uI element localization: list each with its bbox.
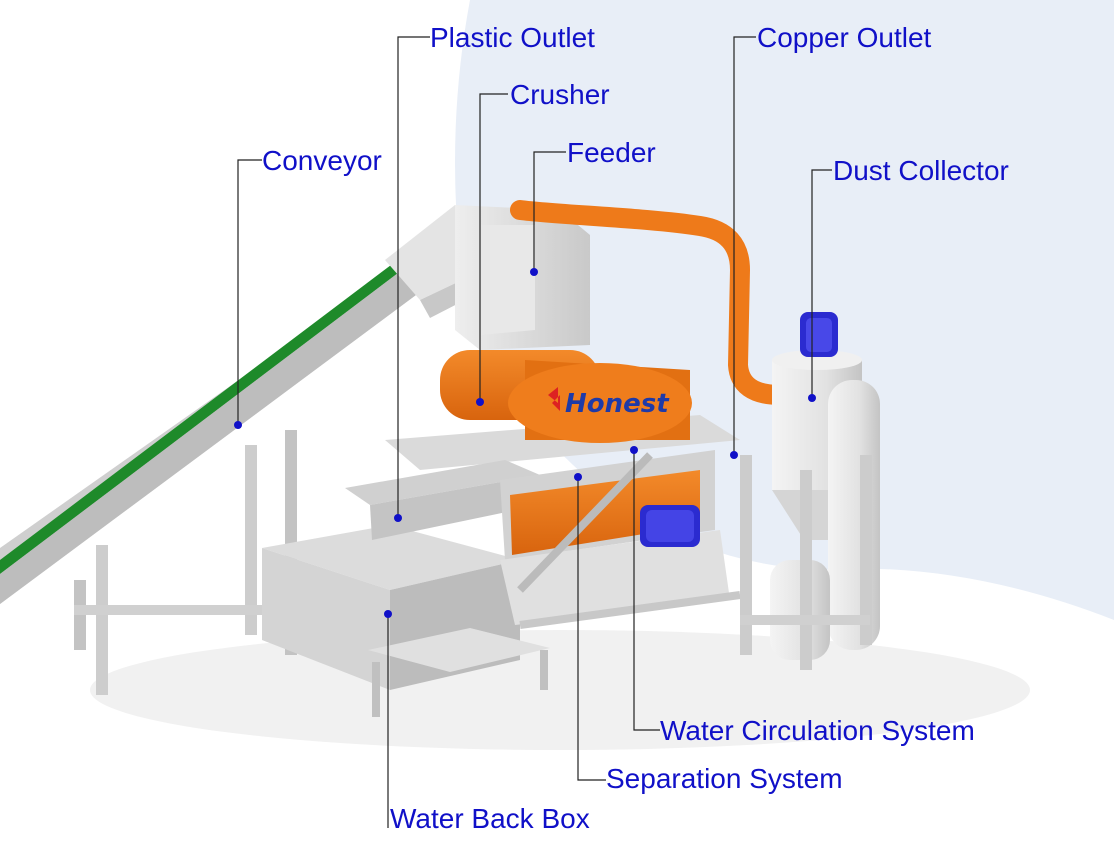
leader-plastic-outlet bbox=[397, 36, 430, 518]
leader-conveyor bbox=[237, 159, 262, 425]
label-dust-collector: Dust Collector bbox=[833, 155, 1009, 186]
brand-logo-icon bbox=[548, 387, 560, 411]
label-water-back-box: Water Back Box bbox=[390, 803, 590, 834]
orange-pipe bbox=[510, 200, 790, 405]
dot-plastic-outlet bbox=[394, 514, 402, 522]
leader-feeder bbox=[533, 151, 566, 272]
leader-separation-system bbox=[577, 477, 606, 781]
dot-crusher bbox=[476, 398, 484, 406]
label-water-circulation-system: Water Circulation System bbox=[660, 715, 975, 746]
dot-conveyor bbox=[234, 421, 242, 429]
conveyor bbox=[0, 205, 500, 695]
label-copper-outlet: Copper Outlet bbox=[757, 22, 932, 53]
label-feeder: Feeder bbox=[567, 137, 656, 168]
dust-collector bbox=[740, 312, 880, 670]
water-back-box bbox=[262, 525, 550, 717]
label-separation-system: Separation System bbox=[606, 763, 843, 794]
label-crusher: Crusher bbox=[510, 79, 610, 110]
label-conveyor: Conveyor bbox=[262, 145, 382, 176]
dot-copper-outlet bbox=[730, 451, 738, 459]
label-plastic-outlet: Plastic Outlet bbox=[430, 22, 595, 53]
dot-feeder bbox=[530, 268, 538, 276]
leader-dots bbox=[234, 268, 816, 618]
dot-separation-system bbox=[574, 473, 582, 481]
separation-motor bbox=[640, 505, 700, 547]
brand-logo-text: Honest bbox=[565, 389, 670, 419]
leader-copper-outlet bbox=[733, 36, 756, 455]
crusher: Honest bbox=[440, 205, 692, 443]
leader-water-circulation bbox=[633, 450, 660, 731]
leader-crusher bbox=[479, 93, 508, 402]
leader-dust-collector bbox=[811, 169, 832, 398]
dot-water-circulation bbox=[630, 446, 638, 454]
leader-lines bbox=[237, 36, 832, 828]
dot-dust-collector bbox=[808, 394, 816, 402]
dot-water-back-box bbox=[384, 610, 392, 618]
